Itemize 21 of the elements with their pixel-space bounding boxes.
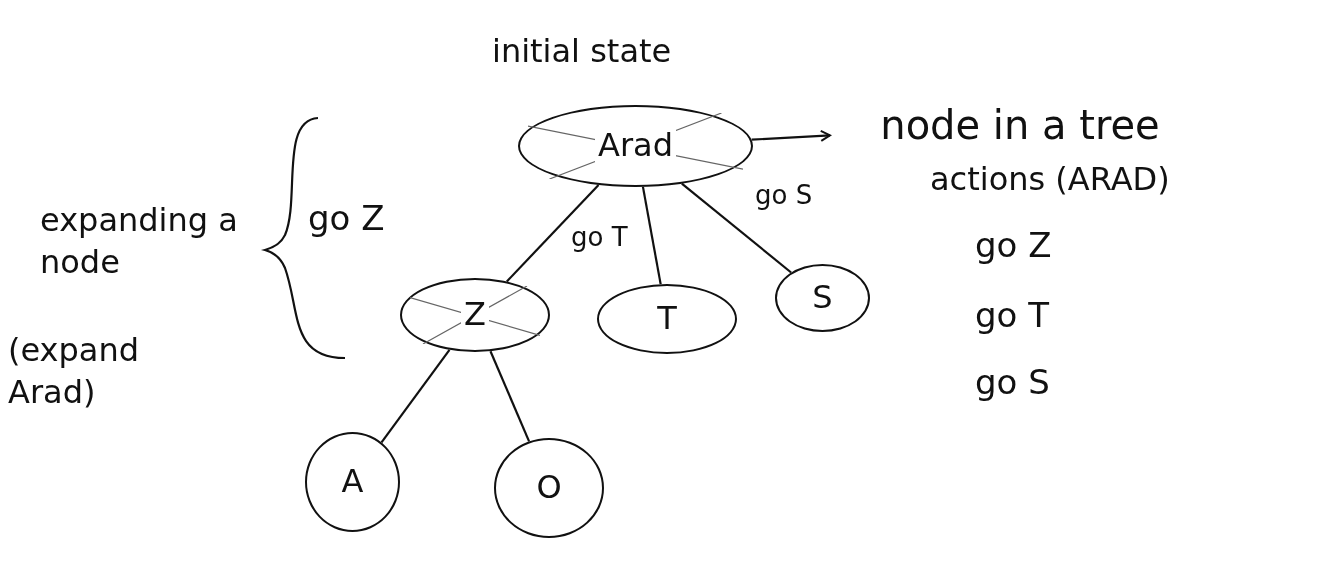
annotation-text: go S bbox=[975, 362, 1050, 402]
connector-line bbox=[681, 182, 792, 274]
connector-line bbox=[506, 184, 600, 283]
connector-line bbox=[641, 186, 662, 285]
tree-node-ellipse bbox=[494, 438, 604, 538]
annotation-text: (expand Arad) bbox=[8, 330, 141, 413]
connector-line bbox=[380, 349, 451, 444]
node-label: Arad bbox=[595, 129, 676, 163]
arrow bbox=[751, 129, 831, 142]
annotation-text: go Z bbox=[975, 225, 1052, 265]
annotation-text: expanding a node bbox=[40, 200, 239, 283]
tree-node-ellipse bbox=[597, 284, 737, 354]
tree-node-ellipse bbox=[400, 278, 550, 352]
tree-node-ellipse bbox=[518, 105, 753, 187]
connector-line bbox=[489, 350, 531, 442]
node-caption: initial state bbox=[492, 32, 672, 70]
annotation-text: go T bbox=[975, 295, 1049, 335]
tree-node-ellipse bbox=[775, 264, 870, 332]
annotation-text: actions (ARAD) bbox=[930, 160, 1170, 198]
tree-node-ellipse bbox=[305, 432, 400, 532]
annotation-text: go Z bbox=[308, 198, 385, 238]
